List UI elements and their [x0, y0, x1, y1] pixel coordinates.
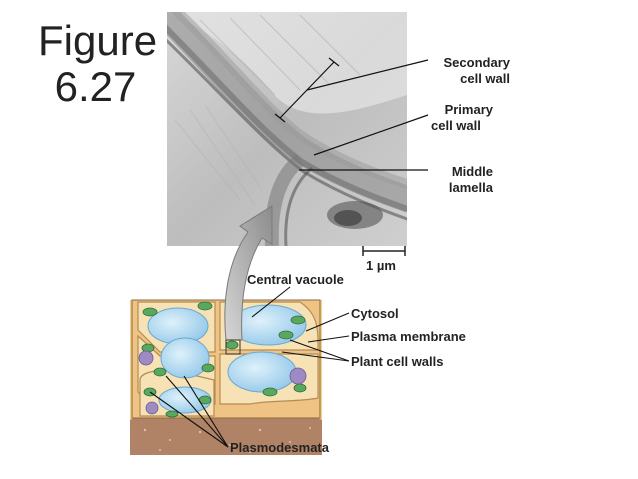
magnification-arrow	[224, 205, 273, 341]
label-cytosol: Cytosol	[351, 306, 399, 321]
diagram-leader-lines	[149, 286, 350, 448]
scale-bar	[362, 246, 406, 256]
label-secondary-cell-wall: Secondary cell wall	[443, 55, 510, 86]
micrograph-leader-lines	[274, 57, 429, 171]
label-plasma-membrane: Plasma membrane	[351, 329, 466, 344]
electron-micrograph	[167, 12, 407, 246]
label-primary-cell-wall: Primary cell wall	[431, 102, 493, 133]
label-central-vacuole: Central vacuole	[247, 272, 344, 287]
label-plasmodesmata: Plasmodesmata	[230, 440, 329, 455]
label-middle-lamella: Middle lamella	[448, 164, 493, 195]
figure-title-line2: 6.27	[54, 63, 137, 110]
figure-title: Figure 6.27	[38, 17, 158, 110]
zoom-box	[225, 339, 241, 355]
label-scale-bar: 1 µm	[366, 258, 396, 273]
label-plant-cell-walls: Plant cell walls	[351, 354, 444, 369]
figure-title-line1: Figure	[38, 17, 158, 64]
plant-cell-diagram	[130, 299, 322, 455]
